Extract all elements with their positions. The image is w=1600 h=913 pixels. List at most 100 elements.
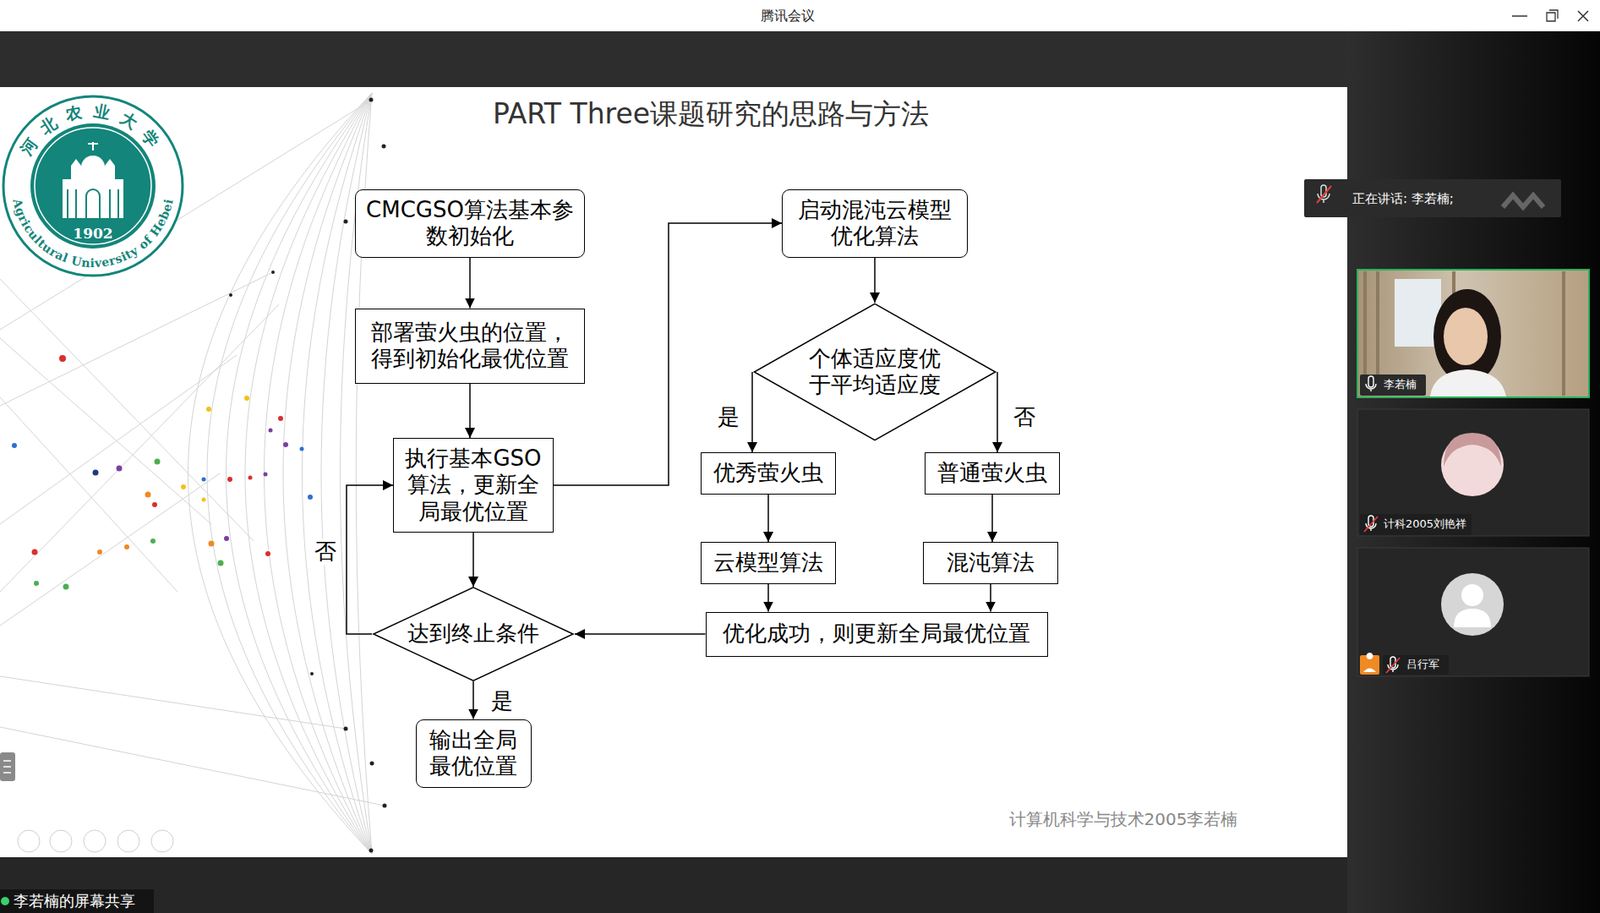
flow-arrow <box>873 257 876 304</box>
decor-curve <box>188 92 373 854</box>
tool-icon <box>49 830 72 852</box>
side-tab <box>0 752 16 781</box>
decor-dot <box>248 475 253 481</box>
decor-dot <box>202 497 207 503</box>
university-logo: 河北农业大学Agricultural University of Hebei <box>3 96 183 276</box>
process-box: 执行基本GSO算法，更新全局最优位置 <box>393 437 554 533</box>
screen-share-label: 李若楠的屏幕共享 <box>13 890 136 912</box>
flow-arrow <box>553 223 782 486</box>
window-title: 腾讯会议 <box>760 7 815 26</box>
user-icon <box>1363 652 1377 672</box>
logo-year: 1902 <box>72 224 113 242</box>
participant-name: 李若楠 <box>1383 376 1417 393</box>
speaker-badge <box>1304 179 1562 218</box>
diamond-shape <box>373 587 574 681</box>
decor-dot <box>382 803 388 809</box>
decor-line <box>0 304 279 592</box>
decor-dot <box>32 549 39 556</box>
process-box: 输出全局最优位置 <box>415 719 532 788</box>
top-band <box>0 31 1348 88</box>
flow-arrow <box>469 383 471 439</box>
logo-dome <box>81 155 105 180</box>
edge-label: 否 <box>311 538 339 565</box>
person-body <box>1430 369 1507 397</box>
decor-dot <box>33 580 39 586</box>
decor-dot <box>145 491 152 498</box>
decor-dot <box>154 458 161 465</box>
footer-note: 计算机科学与技术2005李若楠 <box>1009 808 1239 831</box>
slide-toolbar <box>0 752 174 852</box>
video-tile <box>1357 547 1590 677</box>
node-text: 达到终止条件 <box>402 620 545 647</box>
tool-icon <box>17 830 40 852</box>
decor-dot <box>382 144 387 149</box>
decor-curve <box>245 92 372 854</box>
tool-icon <box>117 830 140 852</box>
flow-arrow <box>574 633 706 635</box>
logo-building-lines <box>67 189 119 219</box>
node-text: 普通萤火虫 <box>934 459 1050 487</box>
process-box: 启动混沌云模型优化算法 <box>781 189 968 258</box>
title-bar <box>0 0 1600 32</box>
decor-dot <box>370 761 375 766</box>
flow-arrow <box>346 485 394 634</box>
decor-dot <box>150 538 156 544</box>
decor-dot <box>307 494 313 500</box>
name-tag <box>1359 513 1472 536</box>
speaker-indicator: 正在讲话: 李若楠; <box>1352 191 1454 208</box>
mute-slash <box>1386 657 1400 673</box>
decor-line <box>0 473 220 626</box>
process-box: CMCGSO算法基本参数初始化 <box>354 189 585 258</box>
avatar <box>1441 573 1504 636</box>
decor-curves <box>0 92 385 854</box>
video-tile <box>1357 269 1590 398</box>
node-text: CMCGSO算法基本参数初始化 <box>365 196 575 250</box>
edge-label: 是 <box>488 688 516 715</box>
decor-line <box>0 726 385 806</box>
decor-dot <box>344 219 349 224</box>
flow-arrow <box>991 494 994 542</box>
avatar <box>1441 433 1504 497</box>
decor-dot <box>369 98 374 103</box>
mute-slash <box>1364 516 1378 532</box>
decor-dot <box>268 428 274 433</box>
decor-curve <box>207 92 372 854</box>
node-text: 启动混沌云模型优化算法 <box>791 196 958 250</box>
tool-icon <box>83 830 106 852</box>
decor-dot <box>92 469 99 476</box>
avatar-hair <box>1443 432 1502 467</box>
decor-dot <box>180 484 186 490</box>
decor-dot <box>152 502 158 508</box>
decor-dot <box>59 354 66 362</box>
process-box: 部署萤火虫的位置，得到初始化最优位置 <box>354 308 585 384</box>
decor-dot <box>206 406 212 412</box>
node-text: 优化成功，则更新全局最优位置 <box>715 620 1038 647</box>
logo-ring <box>3 96 183 276</box>
decor-line <box>0 272 274 406</box>
diamond-shape <box>753 303 995 440</box>
decor-dot <box>202 477 207 482</box>
tool-icon <box>151 830 174 852</box>
decor-dot <box>223 535 230 541</box>
decor-dot <box>208 540 215 547</box>
name-tag <box>1382 655 1449 675</box>
close-icon <box>1578 10 1589 22</box>
decor-dot <box>97 549 103 555</box>
decor-line <box>0 278 254 541</box>
node-text: 混沌算法 <box>933 549 1049 576</box>
minimize-icon <box>1512 15 1528 17</box>
bottom-band <box>0 857 1348 913</box>
decor-line <box>0 676 346 729</box>
process-box: 优化成功，则更新全局最优位置 <box>705 611 1049 657</box>
logo-name-en: Agricultural University of Hebei <box>10 196 175 270</box>
audio-wave <box>1502 195 1544 208</box>
participant-panel <box>1347 31 1600 913</box>
logo-spire <box>87 141 99 151</box>
node-text: 输出全局最优位置 <box>425 726 522 780</box>
node-text: 执行基本GSO算法，更新全局最优位置 <box>403 445 544 525</box>
edge-label: 是 <box>715 404 743 431</box>
decor-curve <box>226 92 373 854</box>
decor-dot <box>63 584 70 590</box>
decision-diamond: 达到终止条件 <box>371 586 575 682</box>
decor-dot <box>116 465 123 472</box>
